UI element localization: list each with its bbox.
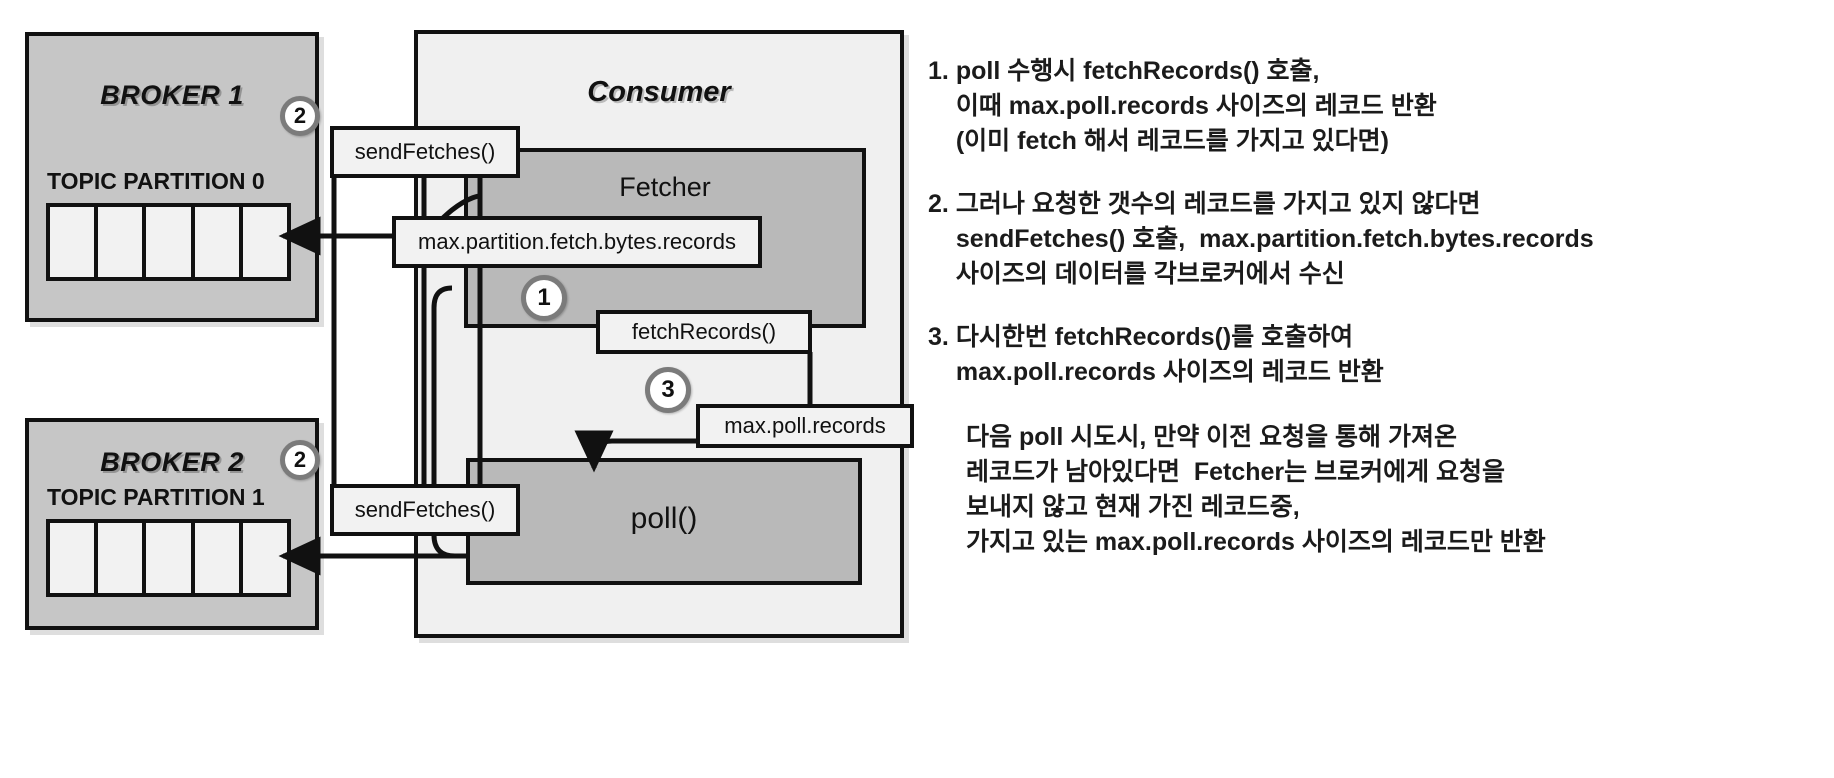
send-fetches-top-callout[interactable]: sendFetches() [330, 126, 520, 178]
note-line: 다음 poll 시도시, 만약 이전 요청을 통해 가져온 [966, 423, 1458, 451]
step-badge-1: 1 [521, 275, 567, 321]
step-badge-3: 3 [645, 367, 691, 413]
max-partition-fetch-bytes-callout[interactable]: max.partition.fetch.bytes.records [392, 216, 762, 268]
note-line: 이때 max.poll.records 사이즈의 레코드 반환 [955, 92, 1437, 120]
step-badge-2-broker2: 2 [280, 440, 320, 480]
note-item: 3. 다시한번 fetchRecords()를 호출하여 max.poll.re… [928, 320, 1828, 390]
max-poll-records-callout[interactable]: max.poll.records [696, 404, 914, 448]
note-line: 사이즈의 데이터를 각브로커에서 수신 [955, 260, 1345, 288]
note-item: 1. poll 수행시 fetchRecords() 호출, 이때 max.po… [928, 54, 1828, 159]
send-fetches-bottom-callout[interactable]: sendFetches() [330, 484, 520, 536]
note-body: 다시한번 fetchRecords()를 호출하여 max.poll.recor… [956, 320, 1828, 390]
broker-1-title: BROKER 1 [100, 80, 244, 110]
fetch-records-callout[interactable]: fetchRecords() [596, 310, 812, 354]
partition-cell [50, 523, 99, 593]
partition-cell [194, 207, 243, 277]
poll-title: poll() [630, 502, 698, 535]
note-number: 2. [928, 190, 949, 218]
partition-cell [98, 523, 147, 593]
note-line: 다시한번 fetchRecords()를 호출하여 [955, 323, 1354, 351]
broker-2-partition-strip [46, 519, 291, 597]
broker-1-partition-strip [46, 203, 291, 281]
partition-cell [98, 207, 147, 277]
broker-2-title: BROKER 2 [100, 447, 244, 477]
step-badge-2-broker1: 2 [280, 96, 320, 136]
fetcher-title: Fetcher [619, 172, 711, 202]
note-line: 가지고 있는 max.poll.records 사이즈의 레코드만 반환 [966, 528, 1546, 556]
partition-cell [50, 207, 99, 277]
consumer-title: Consumer [587, 76, 731, 108]
note-line: (이미 fetch 해서 레코드를 가지고 있다면) [955, 127, 1389, 155]
notes-paragraph: 다음 poll 시도시, 만약 이전 요청을 통해 가져온 레코드가 남아있다면… [928, 420, 1828, 560]
partition-cell [242, 523, 288, 593]
note-line: 보내지 않고 현재 가진 레코드중, [966, 493, 1300, 521]
partition-cell [242, 207, 288, 277]
note-line: sendFetches() 호출, max.partition.fetch.by… [955, 225, 1594, 253]
note-body: 그러나 요청한 갯수의 레코드를 가지고 있지 않다면 sendFetches(… [956, 187, 1828, 292]
note-number: 3. [928, 323, 949, 351]
note-line: 레코드가 남아있다면 Fetcher는 브로커에게 요청을 [966, 458, 1506, 486]
note-line: max.poll.records 사이즈의 레코드 반환 [955, 358, 1384, 386]
note-number: 1. [928, 57, 949, 85]
poll-block: poll() [466, 458, 862, 585]
notes-panel: 1. poll 수행시 fetchRecords() 호출, 이때 max.po… [928, 54, 1828, 560]
partition-cell [146, 523, 195, 593]
note-item: 2. 그러나 요청한 갯수의 레코드를 가지고 있지 않다면 sendFetch… [928, 187, 1828, 292]
note-line: poll 수행시 fetchRecords() 호출, [955, 57, 1320, 85]
note-body: poll 수행시 fetchRecords() 호출, 이때 max.poll.… [956, 54, 1828, 159]
broker-2-partition-label: TOPIC PARTITION 1 [47, 484, 265, 510]
note-line: 그러나 요청한 갯수의 레코드를 가지고 있지 않다면 [955, 190, 1481, 218]
broker-1-box: BROKER 1 TOPIC PARTITION 0 [25, 32, 319, 322]
broker-1-partition-label: TOPIC PARTITION 0 [47, 168, 265, 194]
partition-cell [194, 523, 243, 593]
broker-2-box: BROKER 2 TOPIC PARTITION 1 [25, 418, 319, 630]
partition-cell [146, 207, 195, 277]
